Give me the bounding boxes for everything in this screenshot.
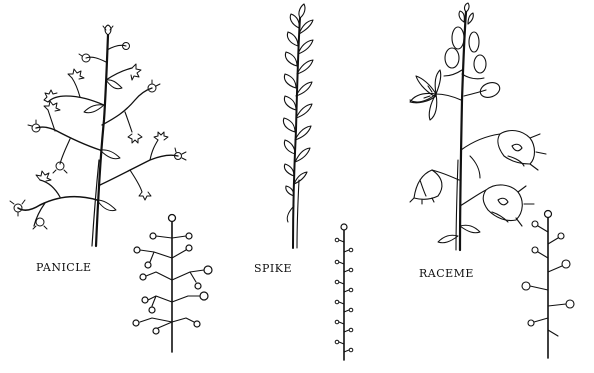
panicle-plant-illustration <box>10 25 186 246</box>
raceme-plant-illustration <box>410 3 546 250</box>
panicle-schematic-diagram <box>133 215 212 353</box>
spike-schematic-diagram <box>335 224 353 360</box>
raceme-schematic-diagram <box>522 211 574 359</box>
raceme-label: RACEME <box>419 267 474 280</box>
spike-plant-illustration <box>283 4 313 248</box>
spike-label: SPIKE <box>254 262 292 275</box>
panicle-label: PANICLE <box>36 261 92 274</box>
